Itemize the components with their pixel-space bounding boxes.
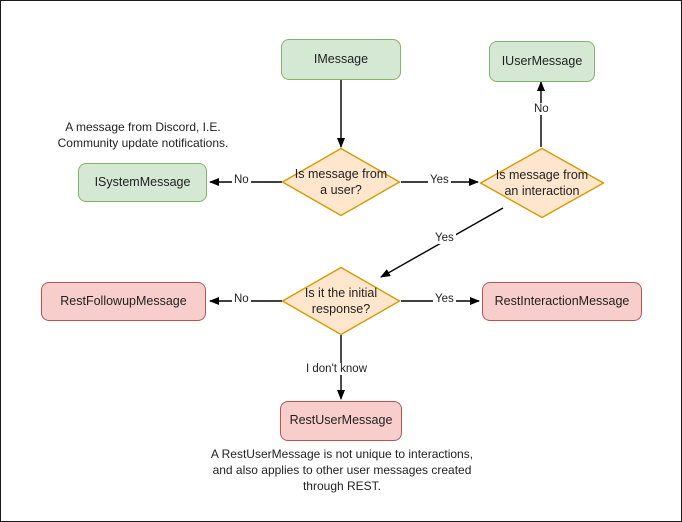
edge-label-interaction-no: No [532,103,551,115]
diamond-shape [281,147,401,217]
node-restfollowupmessage[interactable]: RestFollowupMessage [41,282,206,321]
edge-label-user-no: No [232,174,251,186]
diamond-shape [281,266,401,336]
decision-is-initial-response[interactable]: Is it the initial response? [281,266,401,336]
decision-is-message-from-user-label: Is message from a user? [294,166,388,197]
note-system-message: A message from Discord, I.E. Community u… [57,120,229,151]
node-restusermessage[interactable]: RestUserMessage [280,401,402,441]
edge-label-initial-yes: Yes [433,293,456,305]
node-imessage[interactable]: IMessage [281,39,401,80]
diamond-shape [479,147,605,219]
note-rest-user-message: A RestUserMessage is not unique to inter… [210,447,474,494]
decision-is-message-from-user[interactable]: Is message from a user? [281,147,401,217]
decision-is-initial-response-label: Is it the initial response? [304,285,378,316]
edge-label-initial-no: No [232,293,251,305]
edge-label-initial-unknown: I don't know [304,363,370,375]
node-restinteractionmessage-label: RestInteractionMessage [494,293,630,308]
decision-is-message-from-interaction-label: Is message from an interaction [495,167,589,198]
node-iusermessage-label: IUserMessage [501,53,583,68]
decision-is-message-from-interaction[interactable]: Is message from an interaction [479,147,605,219]
node-isystemmessage[interactable]: ISystemMessage [78,163,207,202]
node-imessage-label: IMessage [313,51,369,66]
node-restinteractionmessage[interactable]: RestInteractionMessage [482,282,642,321]
node-restusermessage-label: RestUserMessage [289,413,393,428]
node-restfollowupmessage-label: RestFollowupMessage [60,293,187,308]
node-iusermessage[interactable]: IUserMessage [489,41,595,82]
edge-label-interaction-yes: Yes [433,232,456,244]
edge-label-user-yes: Yes [428,174,451,186]
node-isystemmessage-label: ISystemMessage [94,174,191,189]
